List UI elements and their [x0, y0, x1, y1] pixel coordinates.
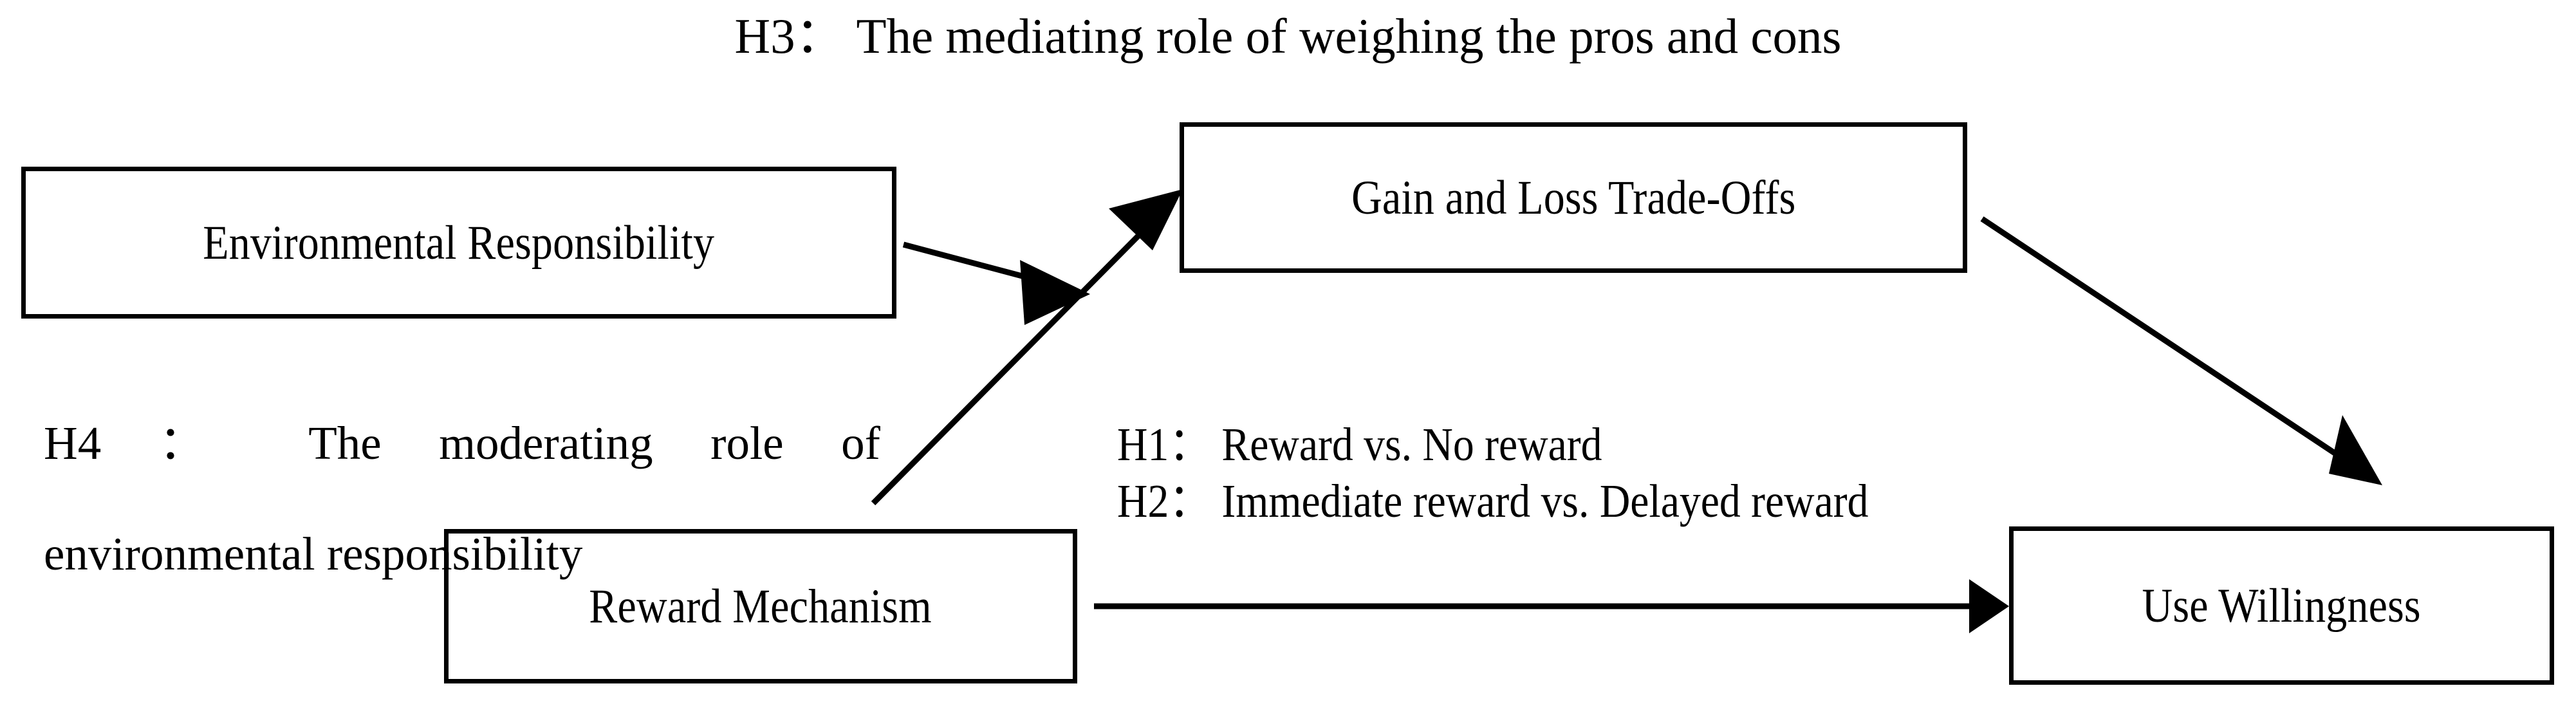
- node-reward-mechanism[interactable]: Reward Mechanism: [444, 529, 1077, 683]
- node-use-willingness-label: Use Willingness: [2142, 579, 2422, 633]
- diagram-title: H3： The mediating role of weighing the p…: [734, 8, 1842, 64]
- node-environmental-responsibility[interactable]: Environmental Responsibility: [21, 167, 896, 319]
- node-environmental-responsibility-label: Environmental Responsibility: [203, 216, 715, 270]
- edge-gain-and-loss-to-use-willingness: [1980, 216, 2382, 485]
- caption-h2: H2： Immediate reward vs. Delayed reward: [1117, 418, 1952, 529]
- node-use-willingness[interactable]: Use Willingness: [2009, 526, 2554, 685]
- caption-h1: H1： Reward vs. No reward: [1117, 362, 1656, 472]
- caption-h4-line-2: environmental responsibility: [44, 528, 583, 580]
- node-reward-mechanism-label: Reward Mechanism: [589, 579, 932, 633]
- caption-h4-line-1: H4 ： The moderating role of: [44, 417, 880, 470]
- node-gain-and-loss-trade-offs-label: Gain and Loss Trade-Offs: [1351, 171, 1796, 225]
- caption-h2-text: H2： Immediate reward vs. Delayed reward: [1117, 475, 1869, 528]
- edge-environmental-responsibility-moderation: [902, 241, 1090, 325]
- edge-reward-mechanism-to-use-willingness: [1094, 579, 2009, 633]
- caption-h4: H4 ： The moderating role of environmenta…: [44, 360, 880, 638]
- caption-h1-text: H1： Reward vs. No reward: [1117, 418, 1602, 471]
- node-gain-and-loss-trade-offs[interactable]: Gain and Loss Trade-Offs: [1180, 122, 1967, 273]
